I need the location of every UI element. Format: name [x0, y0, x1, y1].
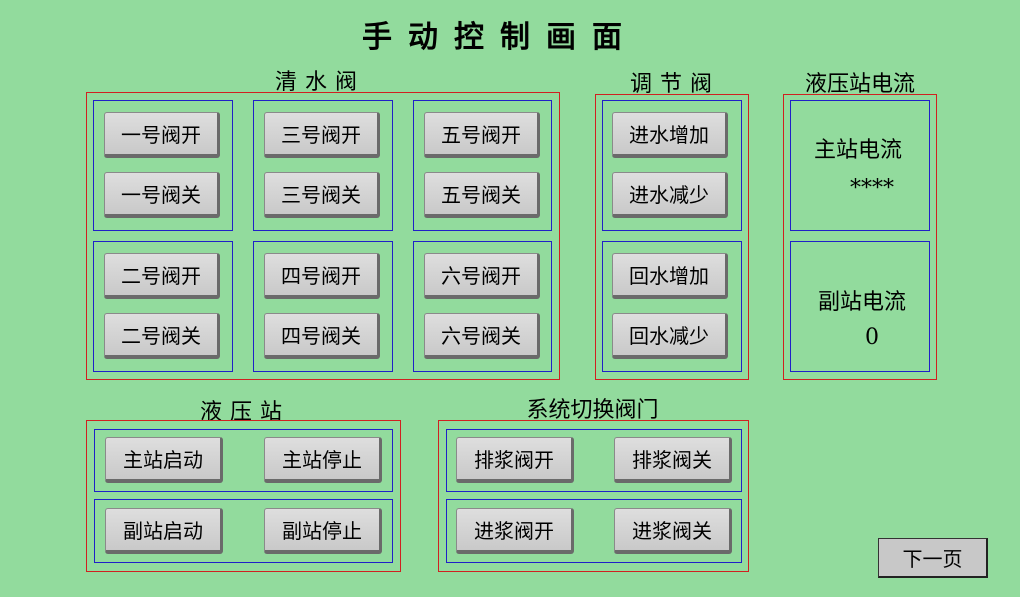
- clean-water-valves-panel: [86, 92, 560, 380]
- valve-1-close-button[interactable]: 一号阀关: [104, 172, 220, 218]
- valve-5-open-button[interactable]: 五号阀开: [424, 112, 540, 158]
- valve-group-2: [93, 241, 233, 372]
- sub-station-group: [94, 499, 393, 563]
- sub-station-current-label: 副站电流: [817, 290, 906, 315]
- sub-station-current-value: 0: [865, 325, 879, 350]
- valve-4-open-button[interactable]: 四号阀开: [264, 253, 380, 299]
- valve-3-close-button[interactable]: 三号阀关: [264, 172, 380, 218]
- sub-station-start-button[interactable]: 副站启动: [105, 508, 223, 554]
- valve-6-open-button[interactable]: 六号阀开: [424, 253, 540, 299]
- main-station-current-value: ****: [850, 176, 894, 201]
- inlet-water-increase-button[interactable]: 进水增加: [612, 112, 728, 158]
- valve-5-close-button[interactable]: 五号阀关: [424, 172, 540, 218]
- valve-4-close-button[interactable]: 四号阀关: [264, 313, 380, 359]
- regulating-valves-panel: [595, 94, 749, 380]
- clean-water-valves-label: 清水阀: [274, 70, 365, 95]
- valve-2-close-button[interactable]: 二号阀关: [104, 313, 220, 359]
- sub-current-box: [790, 241, 930, 372]
- inlet-water-decrease-button[interactable]: 进水减少: [612, 172, 728, 218]
- regulating-valves-label: 调节阀: [629, 72, 720, 97]
- valve-group-4: [253, 241, 393, 372]
- main-station-current-label: 主站电流: [813, 138, 902, 163]
- valve-3-open-button[interactable]: 三号阀开: [264, 112, 380, 158]
- slurry-discharge-open-button[interactable]: 排浆阀开: [456, 437, 574, 483]
- system-switch-valves-label: 系统切换阀门: [526, 398, 659, 423]
- valve-6-close-button[interactable]: 六号阀关: [424, 313, 540, 359]
- slurry-discharge-group: [446, 429, 742, 492]
- slurry-inlet-open-button[interactable]: 进浆阀开: [456, 508, 574, 554]
- slurry-inlet-close-button[interactable]: 进浆阀关: [614, 508, 732, 554]
- next-page-button[interactable]: 下一页: [878, 538, 988, 578]
- sub-station-stop-button[interactable]: 副站停止: [264, 508, 382, 554]
- valve-group-3: [253, 100, 393, 231]
- hydraulic-station-panel: [86, 420, 401, 572]
- valve-group-6: [413, 241, 552, 372]
- main-station-start-button[interactable]: 主站启动: [105, 437, 223, 483]
- main-station-group: [94, 429, 393, 492]
- system-switch-valves-panel: [438, 420, 749, 572]
- return-water-increase-button[interactable]: 回水增加: [612, 253, 728, 299]
- page-title: 手动控制画面: [362, 20, 638, 55]
- valve-2-open-button[interactable]: 二号阀开: [104, 253, 220, 299]
- return-water-decrease-button[interactable]: 回水减少: [612, 313, 728, 359]
- valve-1-open-button[interactable]: 一号阀开: [104, 112, 220, 158]
- slurry-inlet-group: [446, 499, 742, 563]
- valve-group-1: [93, 100, 233, 231]
- hydraulic-current-label: 液压站电流: [804, 72, 915, 97]
- main-current-box: [790, 100, 930, 231]
- slurry-discharge-close-button[interactable]: 排浆阀关: [614, 437, 732, 483]
- inlet-water-group: [602, 100, 742, 231]
- valve-group-5: [413, 100, 552, 231]
- main-station-stop-button[interactable]: 主站停止: [264, 437, 382, 483]
- hydraulic-current-panel: [783, 94, 937, 380]
- return-water-group: [602, 241, 742, 372]
